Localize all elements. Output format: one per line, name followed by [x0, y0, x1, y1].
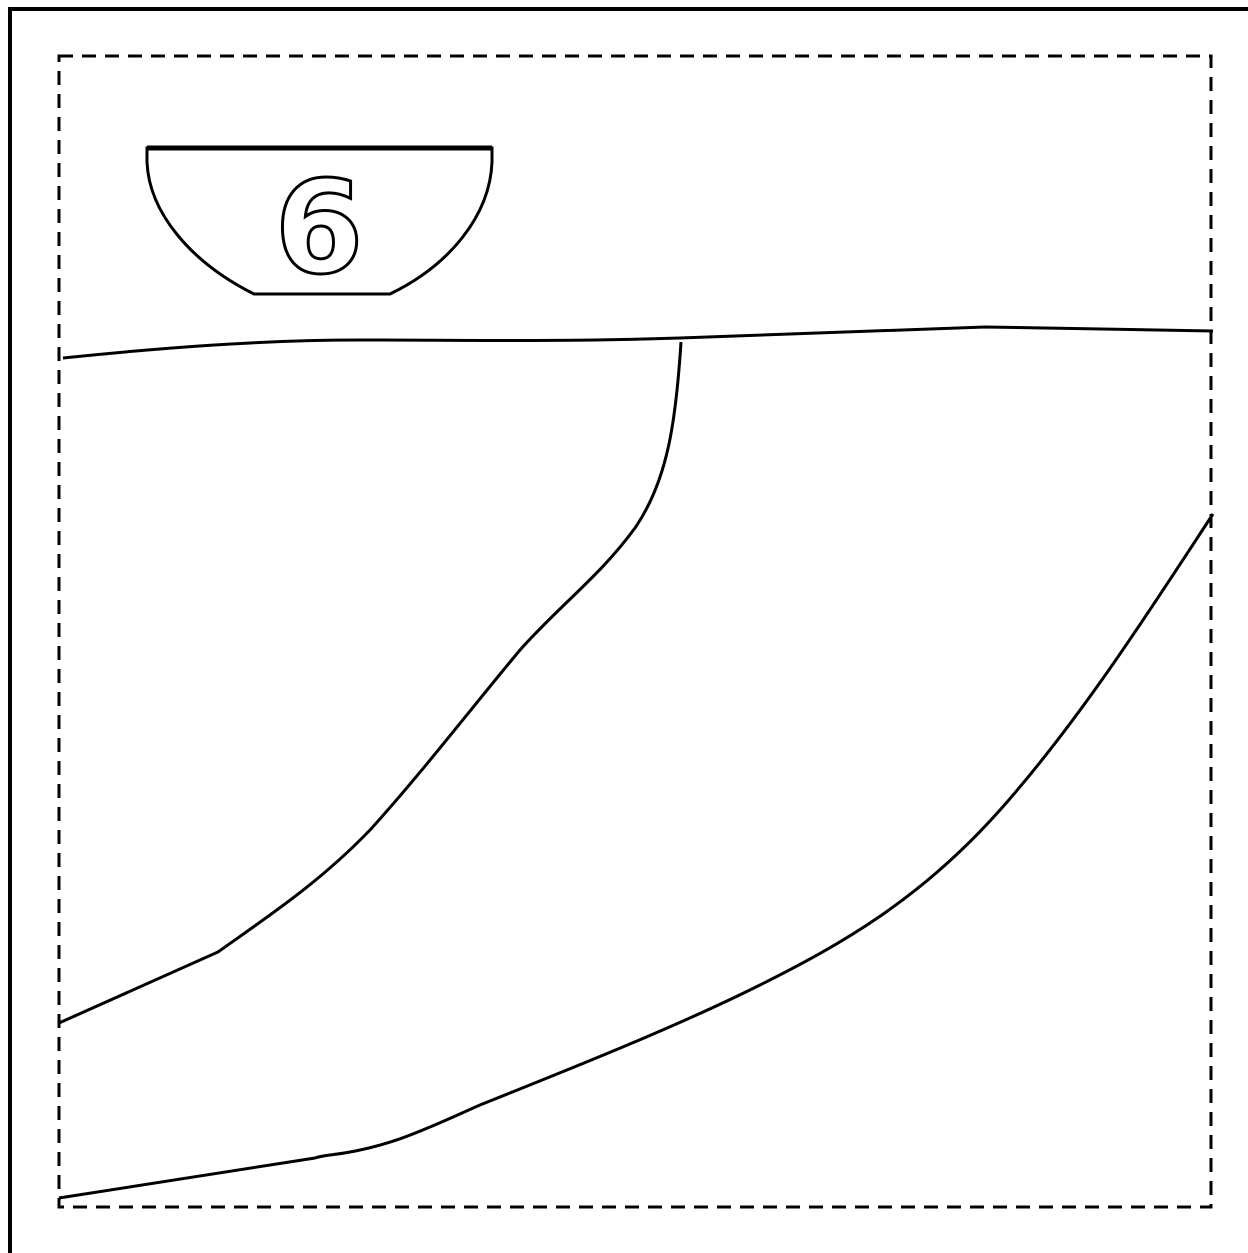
path-edge-left: [59, 342, 681, 1023]
horizon-line: [63, 327, 1213, 358]
number-badge: 6: [147, 148, 492, 303]
page-number: 6: [274, 154, 363, 303]
path-edge-right: [59, 514, 1213, 1198]
